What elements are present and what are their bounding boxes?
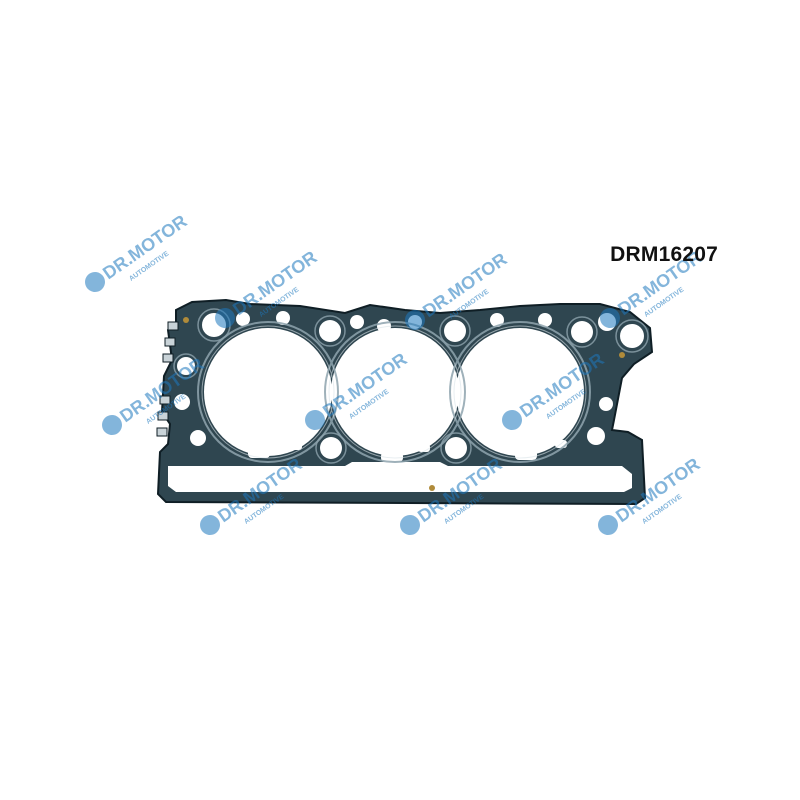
gasket-body xyxy=(156,298,654,506)
part-number-label: DRM16207 xyxy=(610,243,718,266)
watermark-logo: DR.MOTOR AUTOMOTIVE xyxy=(85,211,191,292)
bore-beads xyxy=(197,321,591,463)
edge-tabs xyxy=(156,321,179,437)
rivets xyxy=(183,317,625,491)
bolt-hole-beads xyxy=(173,308,649,464)
bore-highlights xyxy=(201,325,587,459)
